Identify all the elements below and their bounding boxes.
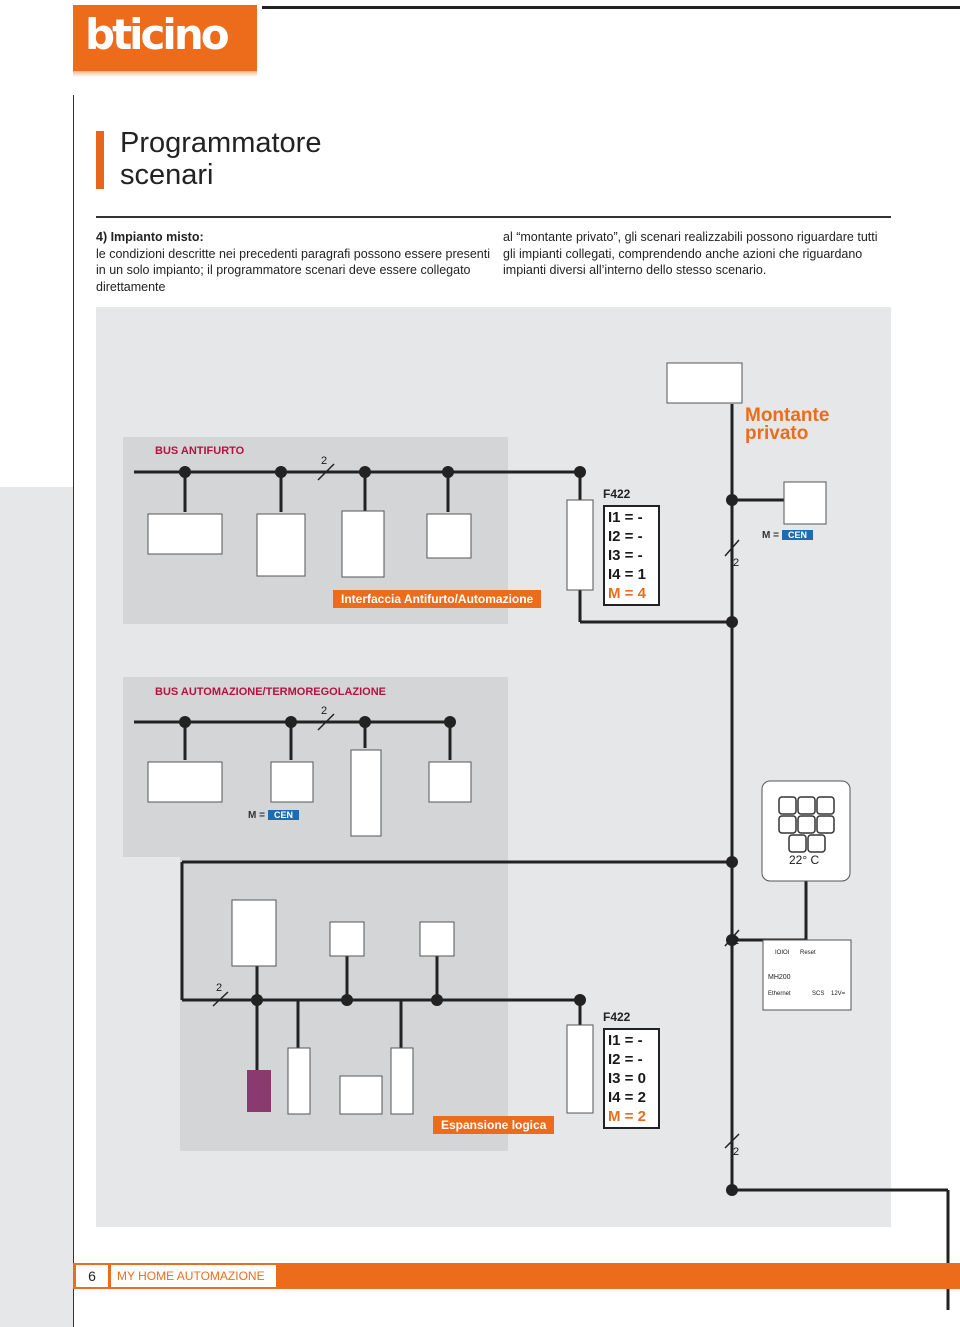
dimmer-device [428,761,472,803]
wire-count-lower: 2 [216,982,223,994]
m-prefix-2: M = [248,810,265,821]
m-cen-automazione: M =CEN [248,810,299,821]
f422-bottom-label: F422 [603,1010,631,1024]
gateway-reset: Reset [800,950,816,956]
title-line-2: scenari [120,159,214,191]
f422-top-i4: I4 = 1 [608,566,646,583]
mh200-device [762,939,852,1011]
header-rule [262,6,960,9]
section-separator [96,216,891,218]
f422-top-label: F422 [603,487,631,501]
m-prefix: M = [762,530,779,541]
montante-privato-label: Montante privato [745,405,830,444]
thermostat-temperature: 22° C [789,853,820,867]
logo-shadow [73,71,257,77]
f422-top-m: M = 4 [608,585,646,602]
power-supply-top [666,362,743,404]
alarm-sensor-device [426,513,472,559]
intro-left-text: le condizioni descritte nei precedenti p… [96,246,490,294]
relay-device [287,1047,311,1115]
margin-rule [73,95,74,1327]
m-cen-montante: M =CEN [762,530,813,541]
f422-bottom-i4: I4 = 2 [608,1089,646,1106]
espansione-tag: Espansione logica [433,1116,555,1134]
f422-bottom-i3: I3 = 0 [608,1070,646,1087]
intro-heading: 4) Impianto misto: [96,230,204,244]
interfaccia-tag: Interfaccia Antifurto/Automazione [333,590,542,608]
heater-device [339,1075,383,1115]
f422-bottom-m: M = 2 [608,1108,646,1125]
touch-panel-device [231,899,277,967]
intro-left-column: 4) Impianto misto: le condizioni descrit… [96,229,491,295]
f422-bottom-config: I1 = - I2 = - I3 = 0 I4 = 2 M = 2 [603,1028,660,1129]
cen-badge-2: CEN [267,810,299,820]
f422-bottom-i2: I2 = - [608,1051,643,1068]
wire-count-gateway: 2 [733,935,740,947]
cen-interface-device [783,481,827,525]
wire-count-antifurto: 2 [321,455,328,467]
relay-device-2 [390,1047,414,1115]
thermo-probe-device [329,921,365,957]
alarm-touch-device [341,510,385,578]
title-accent-bar [96,131,104,189]
f422-top-i3: I3 = - [608,547,643,564]
actuator-device [350,749,382,837]
thermo-probe-device-2 [419,921,455,957]
gateway-model: MH200 [768,974,791,981]
f422-bottom-i1: I1 = - [608,1032,643,1049]
cen-badge: CEN [781,530,813,540]
montante-line-2: privato [745,423,809,444]
gateway-ethernet: Ethernet [768,991,791,997]
cen-device-left [270,761,314,803]
wire-count-automazione: 2 [321,705,328,717]
radiator-device [247,1070,271,1112]
f422-bottom-device [566,1024,594,1114]
intro-right-text: al “montante privato”, gli scenari reali… [503,230,878,277]
montante-line-1: Montante [745,405,830,426]
gateway-scs: SCS [812,991,825,997]
bus-automazione-label: BUS AUTOMAZIONE/TERMOREGOLAZIONE [155,686,386,698]
f422-top-device [566,499,594,591]
page-number: 6 [76,1265,108,1287]
footer-section-title: MY HOME AUTOMAZIONE [111,1265,276,1287]
bus-antifurto-label: BUS ANTIFURTO [155,445,245,457]
f422-top-config: I1 = - I2 = - I3 = - I4 = 1 M = 4 [603,505,660,606]
f422-top-i1: I1 = - [608,509,643,526]
automation-central-device [147,761,223,803]
f422-top-i2: I2 = - [608,528,643,545]
alarm-central-device [147,513,223,555]
page-title: Programmatore scenari [120,127,321,191]
gateway-io-label: IOIOI [775,950,790,956]
bticino-logo: bticino [73,5,257,71]
gateway-volt: 12V= [831,991,846,997]
wire-count-montante: 2 [733,557,740,569]
intro-right-column: al “montante privato”, gli scenari reali… [503,229,891,279]
alarm-keypad-device [256,513,306,577]
title-line-1: Programmatore [120,127,322,159]
left-margin-band [0,487,73,1327]
wire-count-bottom: 2 [733,1146,740,1158]
